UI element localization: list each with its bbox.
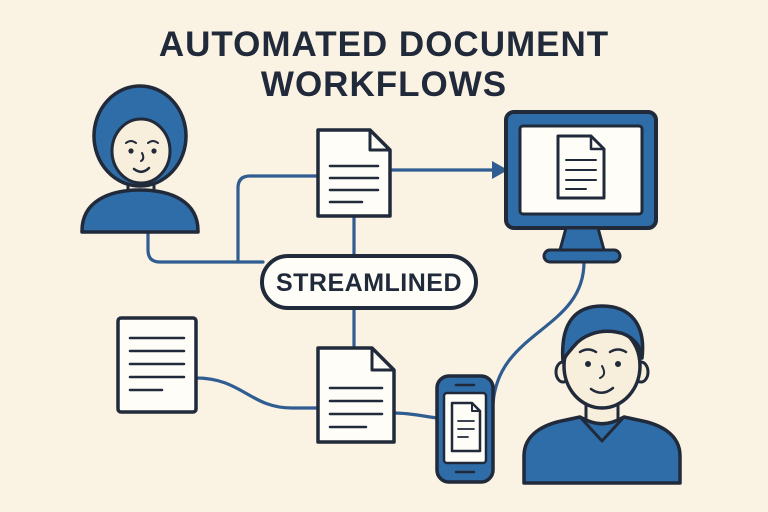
- man-torso: [522, 415, 682, 485]
- document-text-lines: [565, 159, 597, 190]
- document-text-lines: [328, 164, 380, 204]
- document-page: [556, 134, 606, 200]
- connector-doc-left-to-doc-center: [194, 376, 320, 410]
- document-icon-bottom-center: [316, 346, 396, 444]
- document-fold: [589, 134, 606, 151]
- document-fold: [368, 128, 392, 152]
- woman-torso: [80, 188, 200, 234]
- document-page: [450, 401, 482, 453]
- woman-eyebrows: [125, 140, 159, 144]
- woman-face: [110, 117, 172, 185]
- page-title: AUTOMATED DOCUMENT WORKFLOWS: [159, 25, 609, 104]
- connector-doc-center-to-phone: [392, 411, 439, 420]
- man-eye-left: [585, 361, 591, 367]
- document-icon-top: [316, 128, 392, 218]
- man-nose: [599, 365, 606, 379]
- arrowhead-icon: [492, 161, 508, 179]
- monitor-document-icon: [556, 134, 606, 200]
- title-line-2: WORKFLOWS: [261, 65, 507, 104]
- man-eyebrows: [578, 348, 628, 354]
- monitor-base: [542, 248, 622, 264]
- phone-document-icon: [450, 401, 482, 453]
- document-fold: [370, 346, 396, 372]
- man-avatar: [522, 304, 682, 485]
- connector-document-top-elbow: [236, 174, 320, 264]
- document-icon-bottom-left: [116, 316, 198, 414]
- woman-avatar: [80, 84, 200, 234]
- title-line-1: AUTOMATED DOCUMENT: [159, 25, 609, 64]
- connector-woman-to-badge: [146, 229, 265, 264]
- woman-mouth: [132, 166, 151, 173]
- streamlined-badge: STREAMLINED: [260, 254, 478, 310]
- man-hair: [560, 304, 645, 364]
- document-fold: [471, 402, 481, 412]
- man-eye-right: [615, 361, 621, 367]
- document-text-lines: [128, 336, 186, 392]
- connector-lines: [146, 161, 586, 420]
- badge-pill: [260, 254, 478, 310]
- document-text-lines: [457, 420, 475, 438]
- smartphone-icon: [435, 374, 495, 484]
- document-text-lines: [328, 386, 384, 429]
- woman-eye-right: [151, 148, 157, 154]
- monitor-icon: [504, 110, 658, 264]
- badge-label: STREAMLINED: [276, 269, 462, 297]
- woman-eye-left: [128, 148, 134, 154]
- woman-nose: [140, 152, 145, 162]
- monitor-stand: [558, 226, 606, 252]
- man-mouth: [589, 386, 615, 394]
- connector-monitor-to-phone: [491, 260, 586, 406]
- man-collar: [578, 415, 626, 443]
